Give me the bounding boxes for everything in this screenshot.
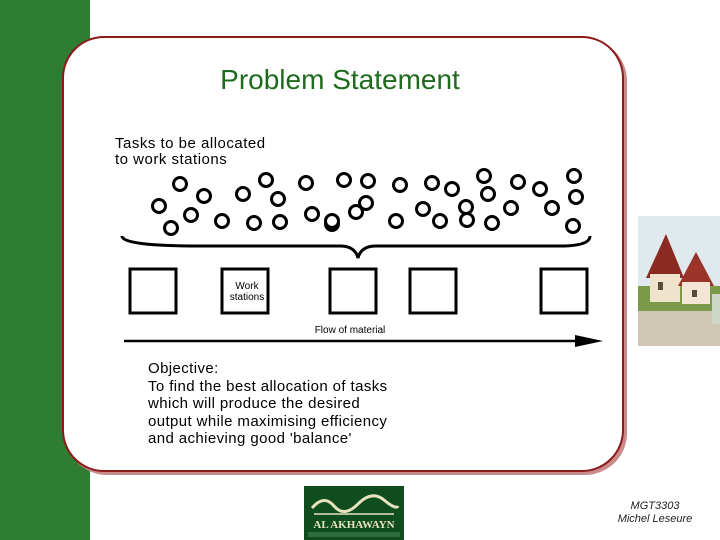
- task-circle: [258, 172, 274, 188]
- task-circle: [358, 195, 374, 211]
- task-circle: [444, 181, 460, 197]
- task-circle: [432, 213, 448, 229]
- task-circle: [172, 176, 188, 192]
- slide-frame: [62, 36, 624, 472]
- task-circle: [336, 172, 352, 188]
- workstations-group: [128, 267, 589, 315]
- objective-line: output while maximising efficiency: [148, 412, 388, 430]
- task-circle: [196, 188, 212, 204]
- task-circle: [484, 215, 500, 231]
- logo-text: AL AKHAWAYN: [313, 519, 394, 531]
- footer: MGT3303 Michel Leseure: [600, 500, 710, 526]
- task-circle: [235, 186, 251, 202]
- task-circle: [459, 212, 475, 228]
- flow-arrow-head: [575, 335, 603, 347]
- task-circle: [304, 206, 320, 222]
- task-circle: [163, 220, 179, 236]
- tasks-label: Tasks to be allocated to work stations: [115, 135, 266, 168]
- workstation-box: [539, 267, 589, 315]
- task-circle: [565, 218, 581, 234]
- flow-of-material-label: Flow of material: [314, 325, 386, 336]
- workstation-box: [220, 267, 270, 315]
- objective-line: and achieving good 'balance': [148, 430, 352, 447]
- task-circle: [424, 175, 440, 191]
- task-circle: [415, 201, 431, 217]
- task-circle: [298, 175, 314, 191]
- task-circle: [324, 213, 340, 229]
- task-circle: [246, 215, 262, 231]
- objective-line: which will produce the desired: [148, 395, 361, 412]
- university-logo: AL AKHAWAYN: [304, 486, 404, 540]
- task-circle: [566, 168, 582, 184]
- author-name: Michel Leseure: [617, 513, 693, 525]
- task-circle: [458, 199, 474, 215]
- task-circle: [510, 174, 526, 190]
- course-code: MGT3303: [630, 500, 680, 512]
- task-circle: [392, 177, 408, 193]
- workstations-label: Work stations: [229, 281, 265, 303]
- task-circle: [476, 168, 492, 184]
- objective-text: Objective: To find the best allocation o…: [148, 360, 448, 448]
- workstation-box: [128, 267, 178, 315]
- task-circle: [214, 213, 230, 229]
- campus-photo: [638, 216, 720, 346]
- tasks-brace: [120, 235, 592, 259]
- task-circle: [151, 198, 167, 214]
- tasks-group: [151, 168, 584, 236]
- task-circle: [360, 173, 376, 189]
- objective-line: To find the best allocation of tasks: [148, 377, 388, 395]
- task-circle: [503, 200, 519, 216]
- objective-line: Objective:: [148, 360, 219, 377]
- task-circle: [480, 186, 496, 202]
- slide-title: Problem Statement: [220, 64, 460, 95]
- workstation-box: [408, 267, 458, 315]
- workstation-box: [328, 267, 378, 315]
- task-circle: [568, 189, 584, 205]
- task-circle: [532, 181, 548, 197]
- task-circle: [388, 213, 404, 229]
- task-circle: [183, 207, 199, 223]
- task-circle: [348, 204, 364, 220]
- task-circle: [544, 200, 560, 216]
- task-circle: [270, 191, 286, 207]
- task-circle: [272, 214, 288, 230]
